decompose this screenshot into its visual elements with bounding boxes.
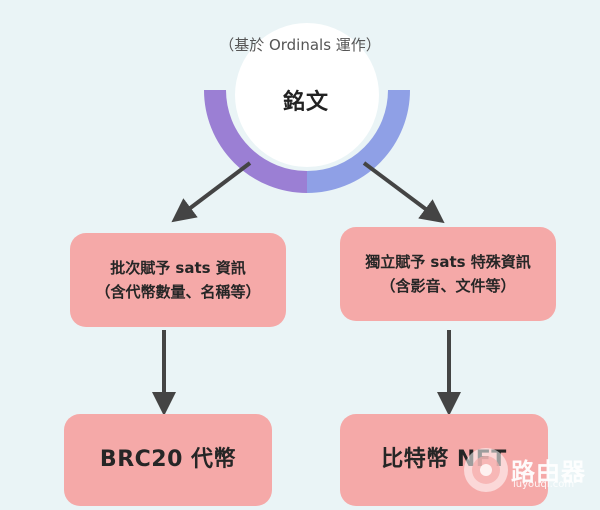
watermark-logo — [464, 448, 508, 492]
left-top-line2: （含代幣數量、名稱等） — [95, 283, 261, 301]
left-top-line1: 批次賦予 sats 資訊 — [110, 259, 246, 277]
left-bottom-label: BRC20 代幣 — [99, 447, 237, 472]
arrow-to-right-top — [362, 161, 445, 224]
arrow-to-left-top — [171, 161, 252, 223]
subtitle: （基於 Ordinals 運作） — [219, 36, 381, 54]
watermark-url: luyouqi.com — [513, 479, 575, 490]
left-bottom-box: BRC20 代幣 — [64, 414, 272, 506]
right-top-box: 獨立賦予 sats 特殊資訊 （含影音、文件等） — [340, 227, 556, 321]
right-top-line2: （含影音、文件等） — [380, 277, 516, 295]
ring-arc-right — [306, 89, 410, 193]
watermark-name: 路由器 — [511, 458, 586, 486]
center-circle — [235, 23, 379, 167]
right-top-line1: 獨立賦予 sats 特殊資訊 — [365, 253, 531, 271]
ring-arc-left — [204, 89, 308, 193]
center-title: 銘文 — [282, 90, 329, 115]
left-top-box: 批次賦予 sats 資訊 （含代幣數量、名稱等） — [70, 233, 286, 327]
